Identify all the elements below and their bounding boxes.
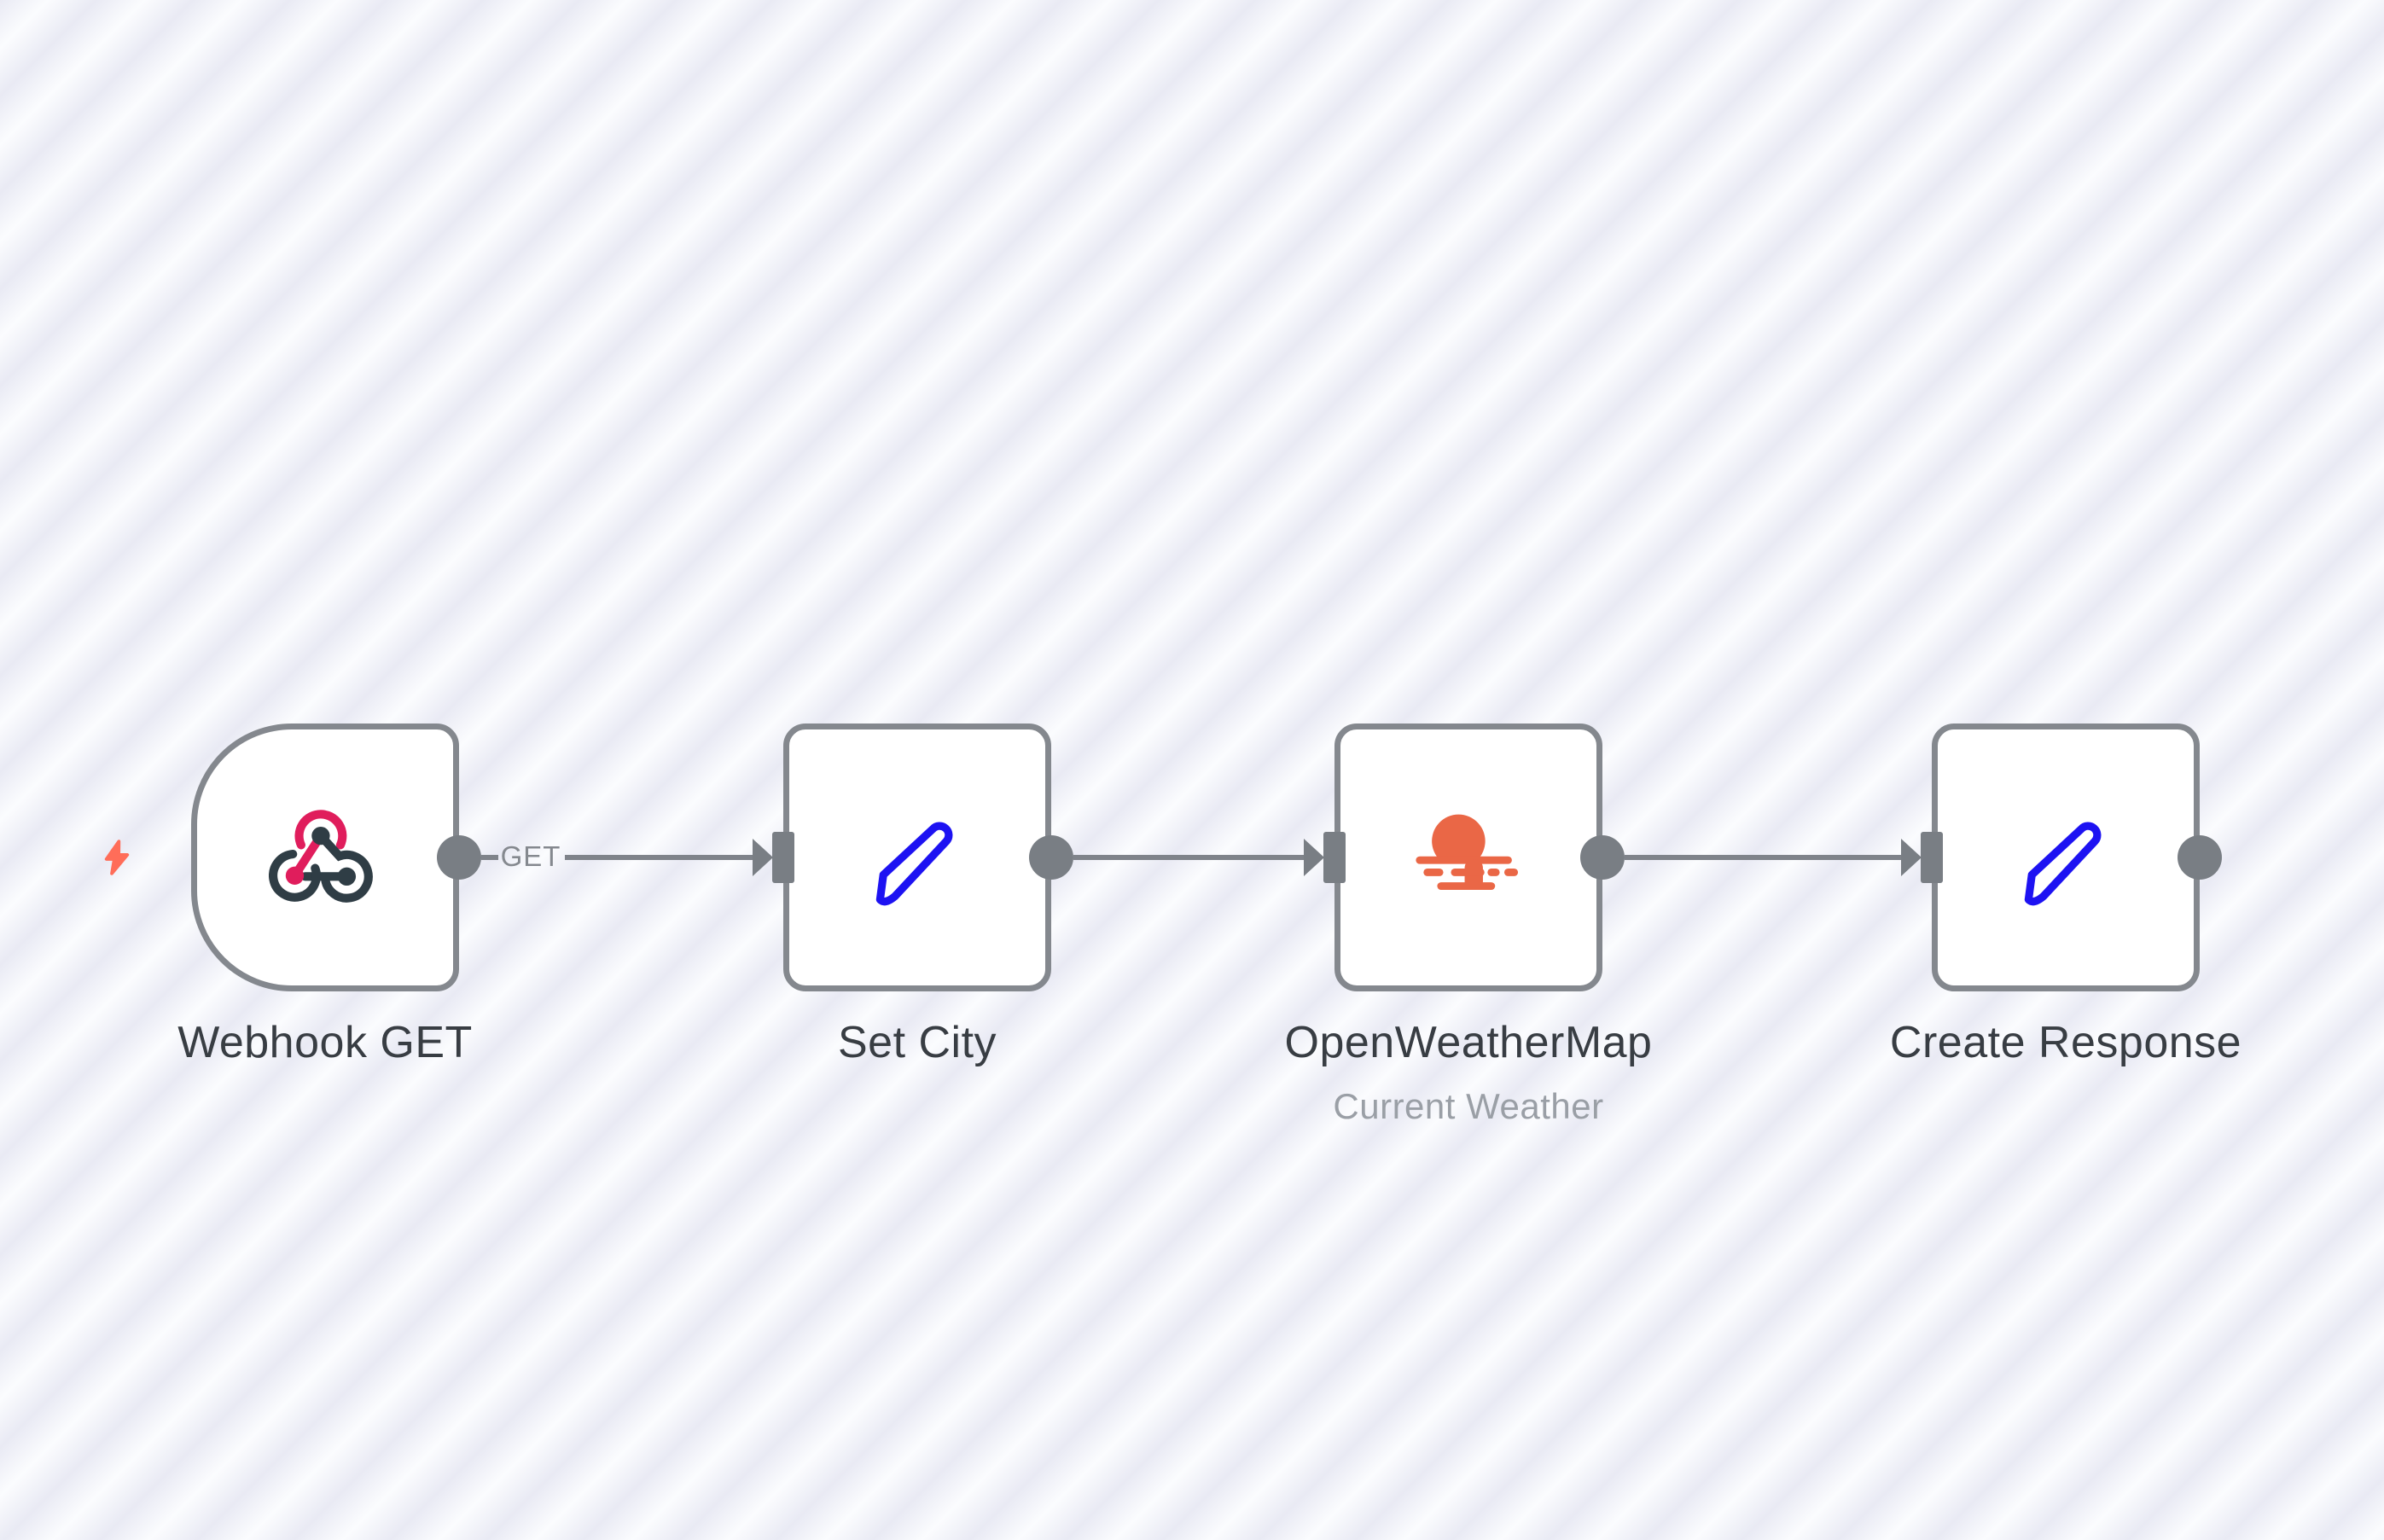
input-endpoint-setcity[interactable] <box>772 832 794 883</box>
node-create-response[interactable] <box>1932 724 2200 991</box>
input-arrow-icon <box>1304 839 1324 876</box>
node-title-create-response: Create Response <box>1889 1018 2242 1067</box>
output-endpoint-owm[interactable] <box>1580 835 1625 880</box>
pen-icon <box>2024 822 2102 906</box>
pen-icon <box>875 822 953 906</box>
input-arrow-icon <box>1901 839 1922 876</box>
output-endpoint-webhook[interactable] <box>437 835 481 880</box>
connection-webhook-setcity[interactable] <box>565 855 753 860</box>
lightning-bolt-icon <box>104 840 130 875</box>
node-title-openweathermap: OpenWeatherMap <box>1284 1018 1653 1067</box>
node-webhook-get[interactable] <box>191 724 459 991</box>
input-endpoint-owm[interactable] <box>1323 832 1346 883</box>
node-set-city[interactable] <box>783 724 1051 991</box>
node-subtitle-current-weather: Current Weather <box>1333 1086 1604 1126</box>
connection-setcity-owm[interactable] <box>1073 855 1304 860</box>
connection-owm-createresponse[interactable] <box>1625 855 1901 860</box>
output-endpoint-setcity[interactable] <box>1029 835 1073 880</box>
input-arrow-icon <box>753 839 773 876</box>
connection-webhook-setcity[interactable] <box>481 855 498 860</box>
webhook-icon <box>269 810 373 903</box>
node-openweathermap[interactable] <box>1334 724 1602 991</box>
node-title-webhook-get: Webhook GET <box>177 1018 473 1067</box>
node-title-set-city: Set City <box>837 1018 997 1067</box>
input-endpoint-createresponse[interactable] <box>1921 832 1943 883</box>
output-endpoint-createresponse[interactable] <box>2178 835 2222 880</box>
sunset-icon <box>1416 814 1519 890</box>
connection-label-get: GET <box>500 840 561 872</box>
